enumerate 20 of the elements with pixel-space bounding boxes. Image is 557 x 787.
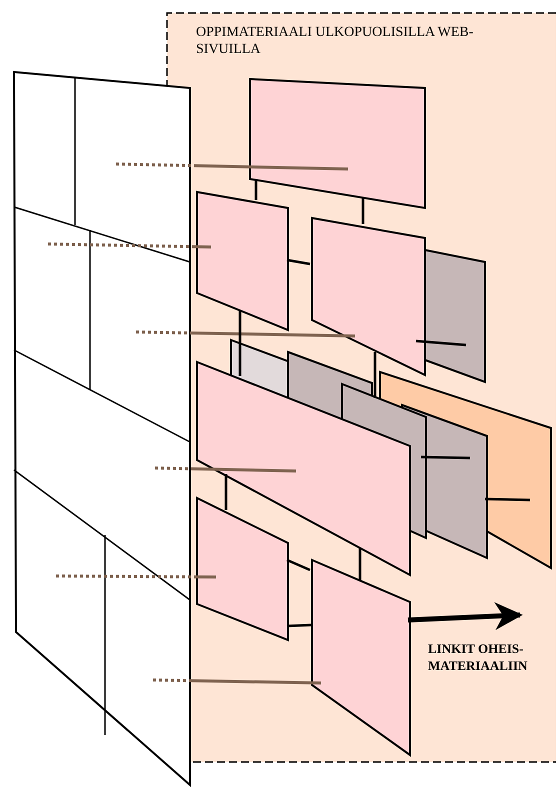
connector-line xyxy=(48,242,212,248)
connector-line xyxy=(154,466,296,472)
connector-line xyxy=(484,498,530,502)
connector-line xyxy=(420,456,470,460)
connector-line xyxy=(116,162,348,170)
connector-line xyxy=(286,624,312,628)
connector-line xyxy=(56,574,216,578)
connector-line xyxy=(286,558,310,572)
connector-line xyxy=(362,198,364,224)
connector-line xyxy=(358,548,362,581)
connector-line xyxy=(286,258,310,266)
connector-line xyxy=(136,330,356,338)
connector-line xyxy=(254,179,258,200)
arrow xyxy=(408,602,523,630)
connector-line xyxy=(152,678,322,684)
connector-line xyxy=(416,340,466,346)
region-title: OPPIMATERIAALI ULKOPUOLISILLA WEB-SIVUILLA xyxy=(196,24,474,58)
connector-line xyxy=(224,474,228,510)
connector-line xyxy=(238,311,242,376)
connector-line xyxy=(374,352,376,398)
